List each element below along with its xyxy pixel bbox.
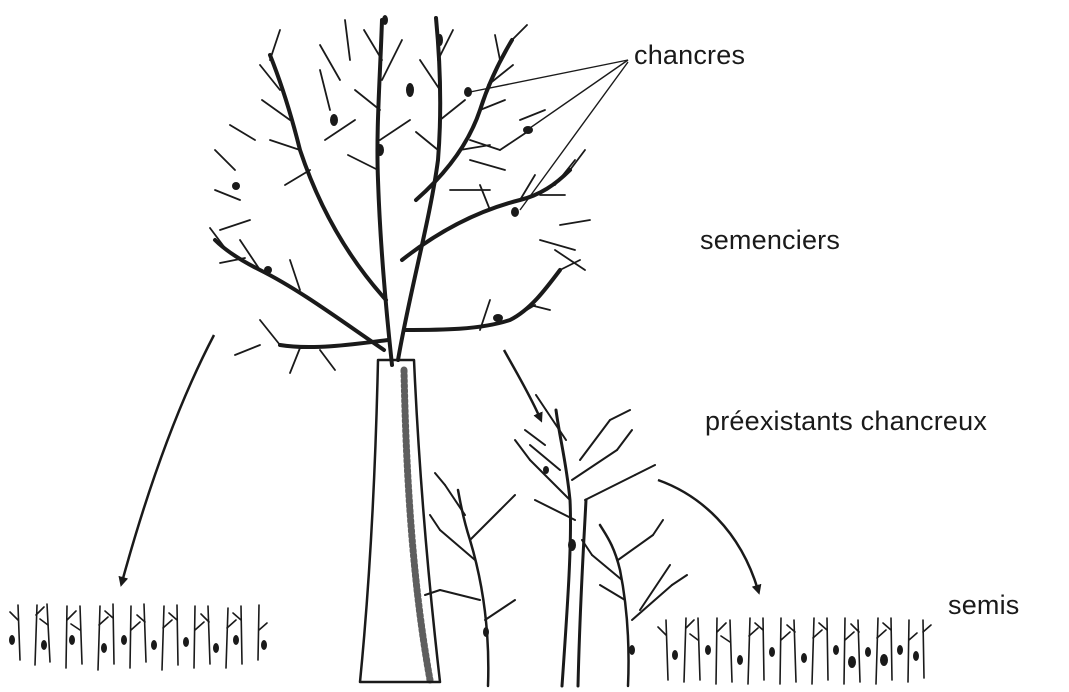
large-tree-trunk xyxy=(358,358,442,684)
label-preexistants-chancreux: préexistants chancreux xyxy=(705,406,988,436)
large-tree xyxy=(209,15,591,684)
cankered-saplings xyxy=(424,394,688,688)
arrow-to-right-seedlings xyxy=(657,478,762,595)
label-chancres: chancres xyxy=(634,40,746,70)
large-tree-branches xyxy=(213,16,572,367)
seedlings-left xyxy=(9,603,268,671)
arrow-to-saplings xyxy=(502,349,543,423)
chancres-leader-lines xyxy=(469,59,629,211)
label-semenciers: semenciers xyxy=(700,225,841,255)
sapling-center xyxy=(514,394,656,688)
label-semis: semis xyxy=(948,590,1020,620)
arrow-to-left-seedlings xyxy=(118,334,216,587)
sapling-left xyxy=(424,472,516,688)
canker-marks xyxy=(232,15,533,322)
sapling-right xyxy=(581,519,688,688)
spread-arrows xyxy=(118,334,762,595)
large-tree-twigs xyxy=(209,19,591,374)
seedlings-right xyxy=(657,617,932,685)
